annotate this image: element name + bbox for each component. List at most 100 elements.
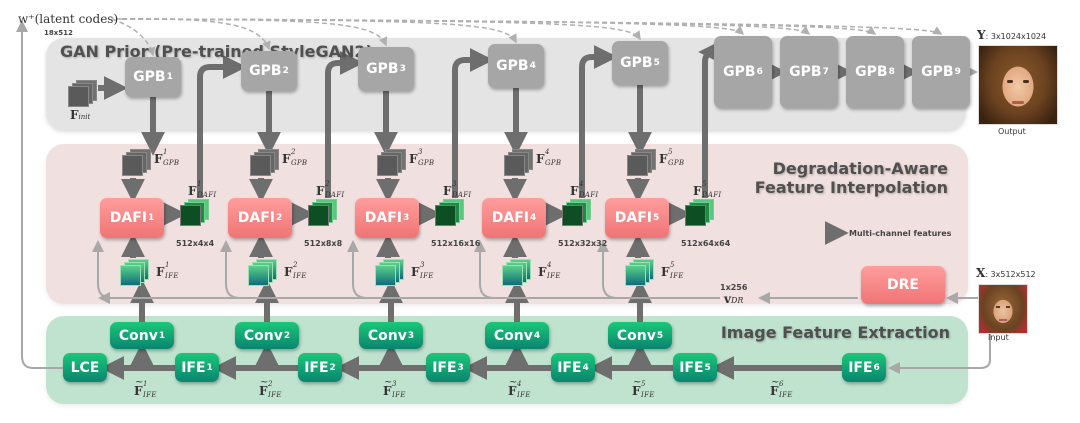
ife-block-1-label: IFE <box>181 359 206 376</box>
latent-dim-label: 18x512 <box>44 29 73 37</box>
dafi-block-4-label: DAFI <box>491 210 529 226</box>
dafi-block-3-label: DAFI <box>364 210 402 226</box>
lce-block: LCE <box>63 353 107 382</box>
latent-dashed-arrow-9 <box>121 18 943 35</box>
lce-to-latent-arrow <box>16 20 63 369</box>
output-face-image <box>978 45 1058 125</box>
vdr-label: vDR <box>724 292 744 306</box>
conv-block-2-label: Conv <box>243 327 283 344</box>
dre-block: DRE <box>861 266 945 304</box>
dafi-section-title: Degradation-Aware Feature Interpolation <box>754 159 948 197</box>
latent-dashed-arrow-3 <box>121 18 388 47</box>
dafi-block-2-label: DAFI <box>237 210 275 226</box>
legend-label: Multi-channel features <box>849 229 952 238</box>
feature-size-label-3: 512x16x16 <box>431 239 481 248</box>
ife-block-5-label: IFE <box>679 359 704 376</box>
ife-section-title: Image Feature Extraction <box>720 323 950 342</box>
gpb-block-8-label: GPB <box>855 64 888 80</box>
latent-dashed-arrow-4 <box>121 18 517 44</box>
latent-dashed-arrow-5 <box>121 18 641 41</box>
dafi-block-1-label: DAFI <box>109 210 147 226</box>
input-to-ife6-arrow <box>888 334 991 374</box>
output-caption: Output <box>998 127 1026 136</box>
gpb-block-2-label: GPB <box>249 63 282 79</box>
feature-size-label-1: 512x4x4 <box>176 239 215 248</box>
output-symbol-label: Y: 3x1024x1024 <box>977 28 1047 42</box>
input-face-image <box>978 284 1028 334</box>
conv-block-3-label: Conv <box>367 327 407 344</box>
feature-size-label-5: 512x64x64 <box>681 239 731 248</box>
gpb-block-7-label: GPB <box>789 64 822 80</box>
feature-size-label-4: 512x32x32 <box>558 239 608 248</box>
gpb-block-4-label: GPB <box>496 58 529 74</box>
vdr-dim-label: 1x256 <box>720 283 748 292</box>
input-symbol-label: X: 3x512x512 <box>976 266 1036 280</box>
gpb-block-1-label: GPB <box>133 69 166 85</box>
gpb-block-3-label: GPB <box>366 61 399 77</box>
fdafi-to-gpb-arrow-4 <box>452 48 494 198</box>
ife-block-6-label: IFE <box>848 359 873 376</box>
conv-block-4-label: Conv <box>493 327 533 344</box>
gpb-block-9-label: GPB <box>921 64 954 80</box>
latent-code-label: w⁺(latent codes) <box>18 12 119 26</box>
conv-block-1-label: Conv <box>118 327 158 344</box>
fdafi-to-gpb-arrow-3 <box>325 51 364 198</box>
input-caption: Input <box>988 333 1009 342</box>
f-init-label: Finit <box>70 108 91 122</box>
lce-block-label: LCE <box>70 359 100 376</box>
ife-block-2-label: IFE <box>304 359 329 376</box>
gpb-block-6-label: GPB <box>723 64 756 80</box>
ife-block-4-label: IFE <box>557 359 582 376</box>
fdafi-to-gpb-arrow-5 <box>579 45 618 198</box>
latent-dashed-arrow-1 <box>112 18 156 57</box>
